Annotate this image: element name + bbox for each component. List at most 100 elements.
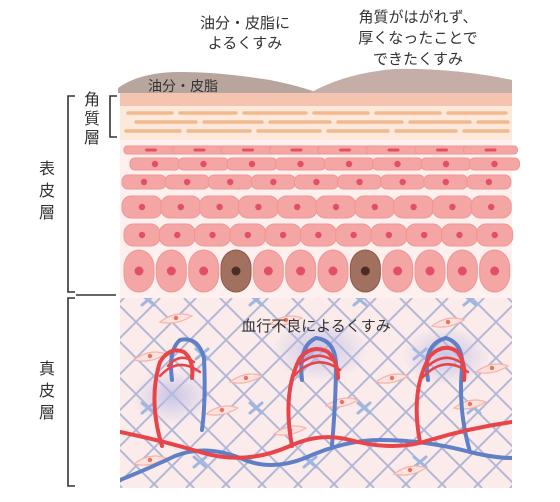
elastin-knot	[356, 401, 372, 415]
svg-text:層: 層	[39, 403, 55, 422]
cell-nucleus	[485, 178, 493, 186]
cell-nucleus	[315, 231, 322, 239]
cell-nucleus	[134, 266, 144, 276]
elastin-knot	[462, 298, 478, 307]
cell-nucleus	[199, 266, 209, 276]
cell-nucleus	[442, 178, 449, 186]
collagen-fiber	[120, 448, 159, 488]
cell-nucleus	[209, 231, 216, 239]
cell-nucleus	[145, 148, 157, 152]
stratum-corneum-top-band	[120, 93, 512, 106]
cell-nucleus	[449, 203, 456, 211]
collagen-fiber	[437, 412, 512, 488]
cell-nucleus	[183, 178, 191, 186]
collagen-fiber	[507, 298, 512, 304]
cell-nucleus	[394, 160, 401, 168]
collagen-fiber	[509, 484, 512, 488]
cell-nucleus	[244, 231, 252, 239]
cell-nucleus	[231, 266, 241, 276]
cell-nucleus	[174, 231, 181, 239]
cell-nucleus	[296, 266, 306, 276]
cell-nucleus	[457, 266, 467, 276]
cell-nucleus	[442, 160, 450, 168]
cell-nucleus	[242, 148, 254, 152]
cell-nucleus	[425, 266, 435, 276]
cell-nucleus	[410, 203, 417, 211]
cell-nucleus	[216, 203, 223, 211]
cell-nucleus	[399, 178, 406, 186]
svg-text:真: 真	[39, 359, 55, 378]
annotation-keratin-dullness-line3: できたくすみ	[373, 50, 463, 68]
sebum-label: 油分・皮脂	[148, 79, 218, 95]
collagen-fiber	[120, 298, 125, 304]
collagen-fiber	[401, 376, 512, 488]
cell-nucleus	[151, 160, 159, 168]
artery	[120, 345, 512, 460]
cell-nucleus	[387, 148, 400, 152]
collagen-fiber	[257, 298, 449, 488]
svg-text:表: 表	[39, 159, 55, 178]
cell-nucleus	[255, 203, 262, 211]
svg-text:皮: 皮	[39, 181, 55, 200]
fibroblast-nucleus	[445, 319, 451, 325]
elastin-knot	[412, 455, 428, 469]
cell-nucleus	[297, 160, 304, 168]
cell-nucleus	[491, 160, 498, 168]
svg-text:質: 質	[84, 109, 100, 128]
cell-nucleus	[393, 266, 403, 276]
cell-nucleus	[200, 160, 207, 168]
annotation-keratin-dullness-line2: 厚くなったことで	[358, 29, 478, 47]
annotation-sebum-dullness-line1: 油分・皮脂に	[200, 14, 290, 32]
cell-nucleus	[360, 266, 370, 276]
sebum-layer	[118, 72, 318, 93]
thickened-keratin-mound	[310, 68, 512, 93]
fibroblast-nucleus	[489, 365, 495, 371]
cell-nucleus	[491, 231, 498, 239]
elastin-knot	[192, 455, 208, 469]
svg-text:角: 角	[84, 90, 100, 109]
collagen-fiber	[546, 298, 560, 488]
cell-nucleus	[332, 203, 340, 211]
cell-nucleus	[488, 203, 495, 211]
cell-nucleus	[356, 178, 363, 186]
elastin-knot	[140, 298, 156, 307]
collagen-fiber	[120, 298, 197, 376]
collagen-fiber	[363, 298, 512, 448]
collagen-fiber	[329, 304, 512, 488]
svg-text:層: 層	[84, 128, 100, 147]
cell-nucleus	[490, 266, 500, 276]
cell-nucleus	[371, 203, 378, 211]
fibroblast-nucleus	[147, 457, 153, 463]
collagen-fiber	[120, 298, 161, 340]
cell-nucleus	[294, 203, 301, 211]
annotation-keratin-dullness-line1: 角質がはがれず、	[359, 8, 478, 26]
svg-text:皮: 皮	[39, 381, 55, 400]
cell-nucleus	[484, 148, 497, 152]
collagen-fiber	[219, 298, 411, 488]
fibroblast-nucleus	[147, 353, 153, 359]
cell-nucleus	[385, 231, 393, 239]
label-dermis: 真 皮 層	[39, 359, 55, 422]
cell-nucleus	[339, 148, 351, 152]
cell-nucleus	[138, 231, 146, 239]
cell-nucleus	[290, 148, 303, 152]
svg-text:層: 層	[39, 203, 55, 222]
cell-nucleus	[313, 178, 320, 186]
cell-nucleus	[436, 148, 448, 152]
fibroblast-nucleus	[283, 317, 289, 323]
fibroblast-nucleus	[243, 375, 249, 381]
cell-nucleus	[456, 231, 463, 239]
cell-nucleus	[177, 203, 184, 211]
fibroblast-nucleus	[339, 399, 345, 405]
capillary-loops	[158, 354, 470, 380]
collagen-fiber	[120, 484, 123, 488]
blood-flow-dullness-label: 血行不良によるくすみ	[241, 317, 391, 335]
cell-nucleus	[227, 178, 234, 186]
epidermis-cells	[121, 145, 520, 293]
cell-nucleus	[166, 266, 176, 276]
cell-nucleus	[270, 178, 277, 186]
keratin-flakes	[124, 111, 510, 133]
fibroblast-nucleus	[467, 401, 473, 407]
cell-nucleus	[138, 203, 146, 211]
